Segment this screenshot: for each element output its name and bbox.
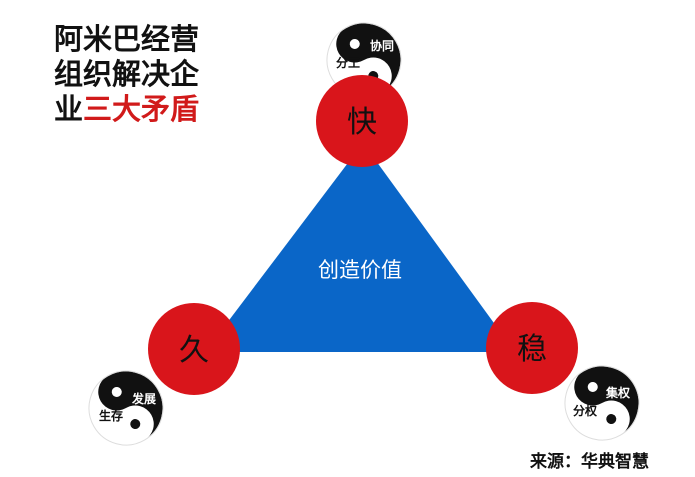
yinyang-left-black-label: 发展 (131, 391, 156, 406)
title-line-3-prefix: 业 (54, 92, 84, 126)
title-highlight: 三大矛盾 (83, 92, 200, 126)
node-fast-circle (316, 75, 408, 167)
node-stable-label: 稳 (517, 332, 547, 367)
source-credit: 来源：华典智慧 (530, 452, 649, 472)
diagram-title: 阿米巴经营 组织解决企 业三大矛盾 (54, 22, 199, 127)
yinyang-top-black-label: 协同 (370, 38, 394, 53)
title-line-1: 阿米巴经营 (54, 22, 200, 56)
yinyang-top-white-label: 分工 (336, 55, 360, 70)
node-long-label: 久 (179, 333, 209, 368)
yinyang-right-white-label: 分权 (573, 403, 598, 418)
title-line-3: 业三大矛盾 (54, 92, 199, 127)
yinyang-left-white-label: 生存 (99, 408, 123, 423)
center-label: 创造价值 (318, 258, 402, 282)
value-triangle (205, 143, 515, 352)
yinyang-right-black-label: 集权 (605, 385, 631, 400)
node-stable-circle (486, 302, 578, 394)
node-long-circle (148, 303, 240, 395)
node-fast-label: 快 (347, 105, 377, 140)
title-line-2: 组织解决企 (54, 57, 200, 91)
